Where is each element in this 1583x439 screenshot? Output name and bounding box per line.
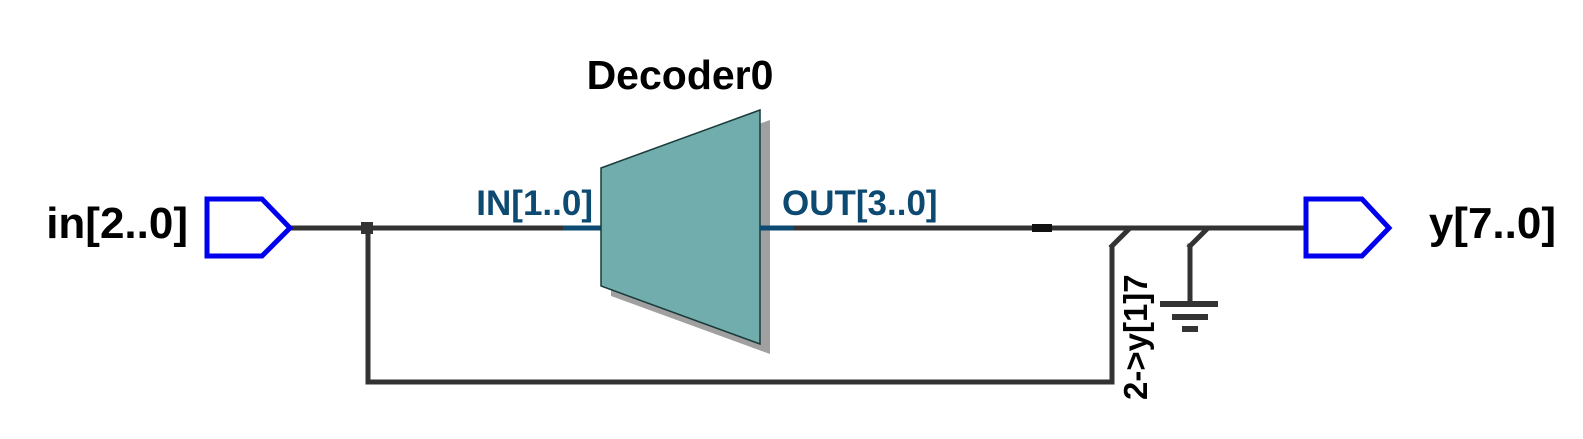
tap-diagonal-wire bbox=[1108, 226, 1132, 250]
ground-diagonal-wire bbox=[1186, 226, 1210, 250]
feedback-wire[interactable] bbox=[365, 225, 1115, 385]
input-pin-icon[interactable] bbox=[204, 196, 294, 259]
ground-icon bbox=[1160, 301, 1218, 332]
input-pin-label: in[2..0] bbox=[46, 199, 188, 248]
bus-ripper bbox=[1032, 224, 1052, 232]
decoder-output-port-label: OUT[3..0] bbox=[782, 184, 938, 223]
decoder-block[interactable] bbox=[600, 108, 761, 346]
tap-label: 2->y[1]7 bbox=[1117, 274, 1154, 400]
output-pin-label: y[7..0] bbox=[1429, 199, 1556, 248]
decoder-title: Decoder0 bbox=[587, 52, 774, 98]
output-pin-icon[interactable] bbox=[1303, 196, 1393, 259]
decoder-input-port-label: IN[1..0] bbox=[476, 184, 593, 223]
